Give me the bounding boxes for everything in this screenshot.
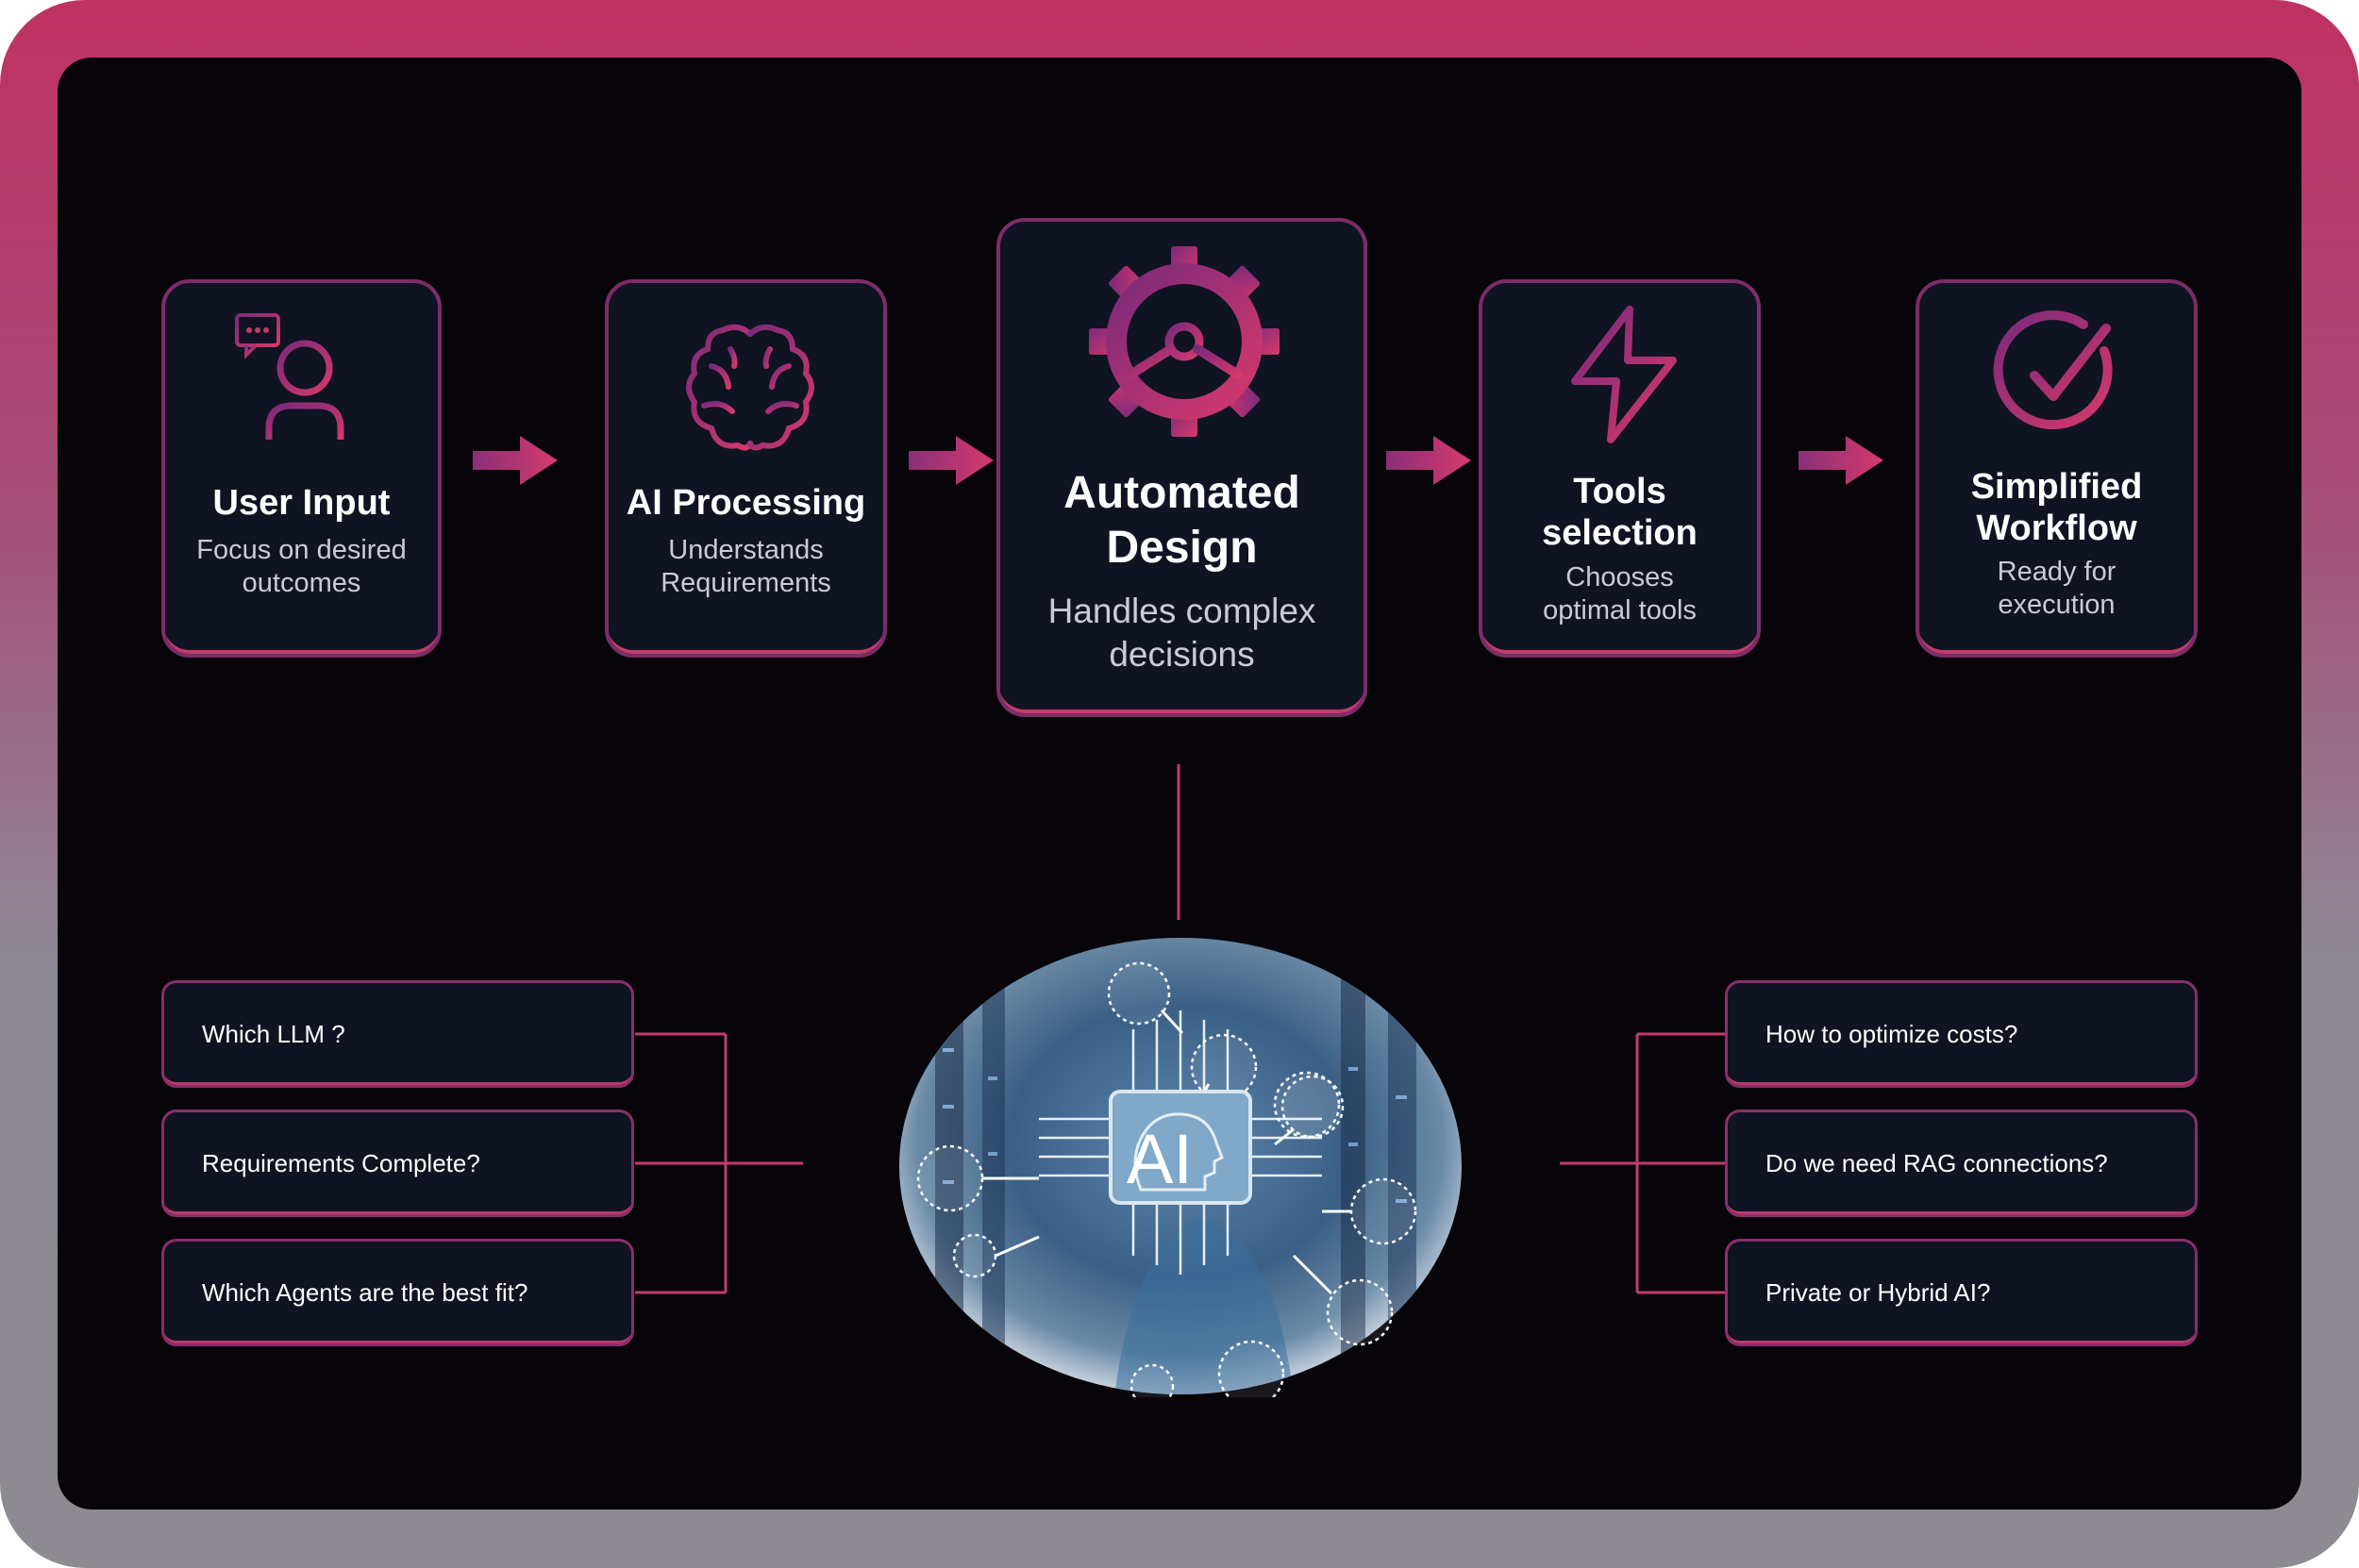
- step-title-line2: Design: [1106, 523, 1258, 573]
- arrow-right-icon: [1386, 436, 1471, 485]
- step-subtitle-line1: Understands: [668, 535, 824, 565]
- step-title-line2: selection: [1542, 513, 1698, 553]
- check-circle-icon: [1993, 310, 2113, 430]
- step-subtitle-line1: Handles complex: [1047, 592, 1316, 630]
- arrow-right-icon: [473, 436, 558, 485]
- step-simplified-workflow: Simplified Workflow Ready for execution: [1916, 279, 2198, 658]
- question-left-2: Requirements Complete?: [161, 1109, 634, 1217]
- step-subtitle-line1: Ready for: [1997, 557, 2116, 587]
- step-title: AI Processing: [626, 483, 866, 523]
- step-tools-selection: Tools selection Chooses optimal tools: [1479, 279, 1761, 658]
- question-right-2: Do we need RAG connections?: [1725, 1109, 2198, 1217]
- step-automated-design: Automated Design Handles complex decisio…: [996, 218, 1367, 717]
- step-title-line2: Workflow: [1976, 509, 2137, 548]
- arrow-right-icon: [1799, 436, 1883, 485]
- ai-chip-label: AI: [1127, 1120, 1193, 1198]
- step-subtitle-line1: Focus on desired: [196, 535, 407, 565]
- ai-chip-illustration: [899, 938, 1462, 1397]
- step-title-line1: Automated: [1063, 468, 1300, 518]
- question-left-1: Which LLM ?: [161, 980, 634, 1088]
- question-right-3: Private or Hybrid AI?: [1725, 1239, 2198, 1346]
- step-subtitle-line2: optimal tools: [1543, 595, 1697, 626]
- arrow-right-icon: [909, 436, 994, 485]
- user-chat-icon: [235, 313, 371, 440]
- step-title: User Input: [212, 483, 391, 523]
- gear-icon: [1089, 246, 1280, 437]
- question-right-1: How to optimize costs?: [1725, 980, 2198, 1088]
- step-subtitle-line2: Requirements: [661, 568, 831, 598]
- step-title-line1: Tools: [1573, 472, 1666, 511]
- connector-lines: [635, 764, 1726, 1294]
- step-subtitle-line2: decisions: [1109, 635, 1255, 674]
- step-ai-processing: AI Processing Understands Requirements: [605, 279, 887, 658]
- step-subtitle-line1: Chooses: [1565, 562, 1674, 592]
- question-left-3: Which Agents are the best fit?: [161, 1239, 634, 1346]
- step-user-input: User Input Focus on desired outcomes: [161, 279, 442, 658]
- lightning-icon: [1571, 306, 1677, 443]
- step-title-line1: Simplified: [1970, 467, 2143, 507]
- diagram-panel: User Input Focus on desired outcomes AI …: [58, 58, 2301, 1510]
- brain-icon: [686, 324, 814, 451]
- step-subtitle-line2: outcomes: [242, 568, 361, 598]
- step-subtitle-line2: execution: [1998, 590, 2116, 620]
